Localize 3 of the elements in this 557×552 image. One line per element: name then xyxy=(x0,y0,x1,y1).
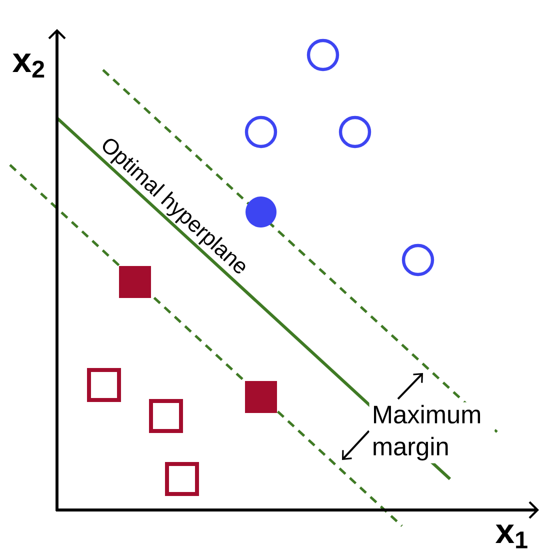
axis-label: x$_{1}$ xyxy=(496,524,528,548)
axis-label: x$_{2}$ xyxy=(12,54,44,78)
margin-label: Maximum margin xyxy=(369,402,495,464)
